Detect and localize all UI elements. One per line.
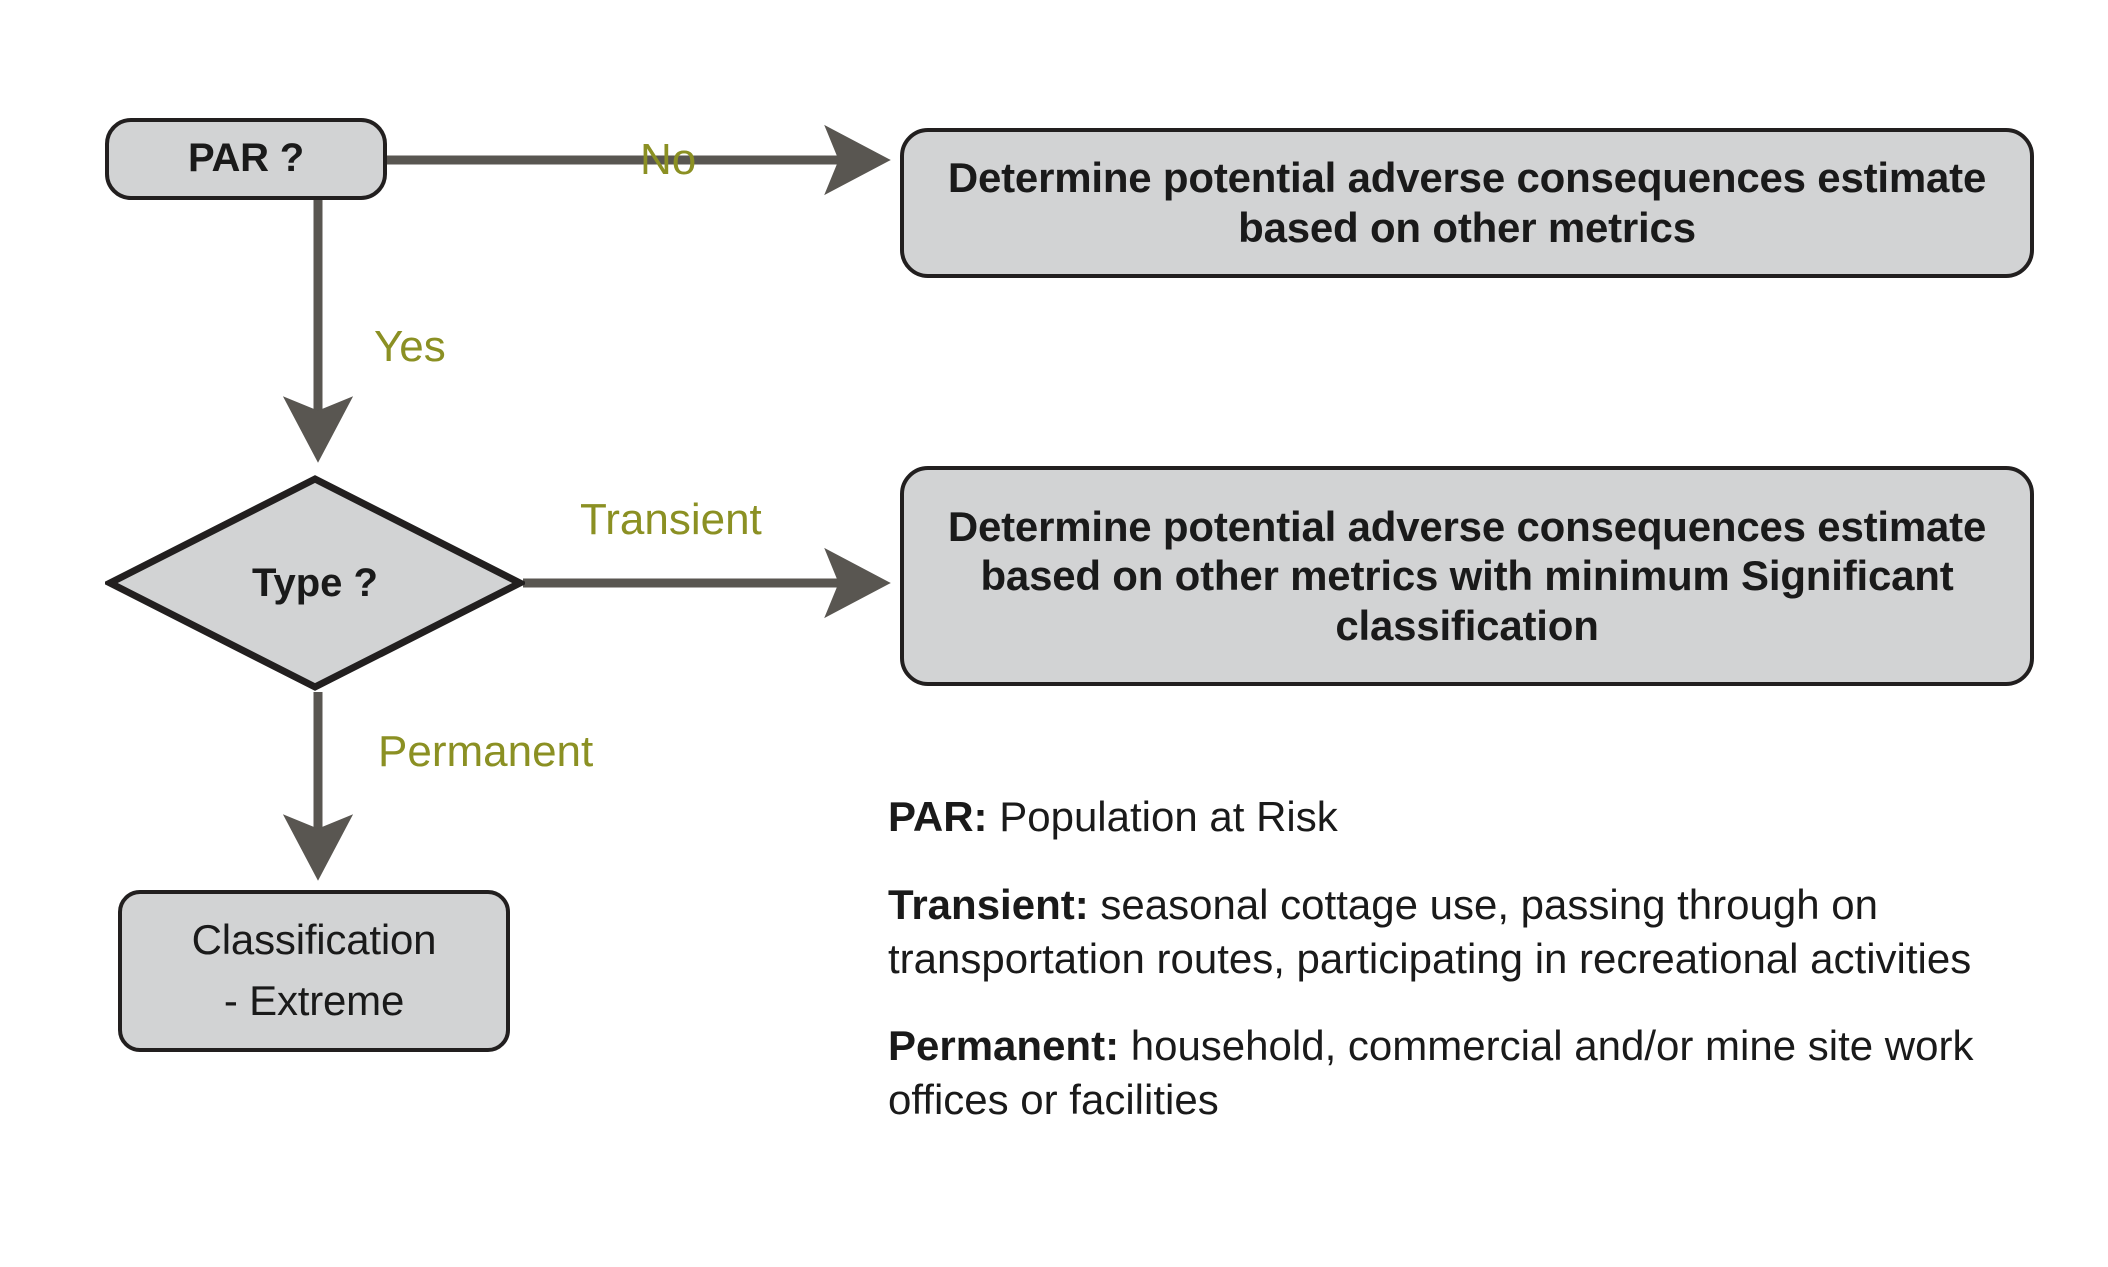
- edge-label-yes: Yes: [374, 322, 446, 371]
- legend-item-permanent: Permanent: household, commercial and/or …: [888, 1019, 2088, 1127]
- node-mid-box-label: Determine potential adverse consequences…: [947, 502, 1987, 649]
- diamond-shape: [105, 475, 525, 691]
- node-top-box-label: Determine potential adverse consequences…: [947, 154, 1987, 251]
- legend-item-transient: Transient: seasonal cottage use, passing…: [888, 878, 2088, 986]
- node-classification-extreme[interactable]: Classification - Extreme: [118, 890, 510, 1052]
- node-classification-label: Classification - Extreme: [191, 916, 437, 1024]
- legend-item-par: PAR: Population at Risk: [888, 790, 2088, 844]
- edge-label-transient: Transient: [580, 495, 762, 544]
- legend-definition-permanent: household, commercial and/or mine site w…: [888, 1022, 1974, 1123]
- legend-term-transient: Transient:: [888, 880, 1089, 928]
- edge-label-no: No: [640, 135, 697, 184]
- legend-term-par: PAR:: [888, 793, 988, 840]
- legend-definition-par: Population at Risk: [987, 793, 1338, 840]
- legend-term-permanent: Permanent:: [888, 1022, 1120, 1070]
- edge-label-permanent: Permanent: [378, 727, 594, 776]
- node-determine-consequences-other-metrics[interactable]: Determine potential adverse consequences…: [900, 128, 2034, 278]
- legend-definition-transient: seasonal cottage use, passing through on…: [888, 880, 1972, 982]
- node-type-decision[interactable]: Type ?: [105, 474, 525, 692]
- node-type-label: Type ?: [252, 560, 378, 605]
- legend: PAR: Population at Risk Transient: seaso…: [888, 790, 2088, 1127]
- node-determine-consequences-minimum-significant[interactable]: Determine potential adverse consequences…: [900, 466, 2034, 686]
- node-par-decision[interactable]: PAR ?: [105, 118, 387, 200]
- node-par-label: PAR ?: [187, 136, 305, 181]
